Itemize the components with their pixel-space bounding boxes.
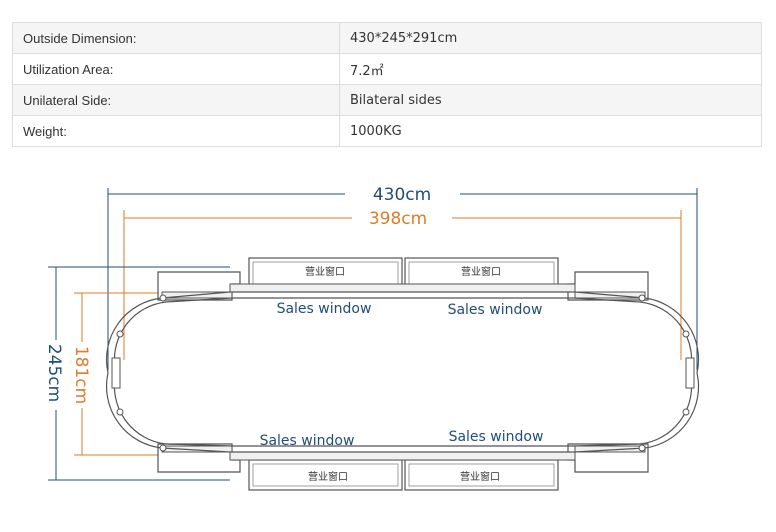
spec-label: Utilization Area: [12,53,340,85]
counter-bars [161,283,646,461]
sales-window-label: Sales window [277,301,372,317]
spec-value: 7.2㎡ [339,53,762,85]
outer-width-label: 430cm [373,185,431,205]
spec-table: Outside Dimension: 430*245*291cm Utiliza… [12,22,762,147]
outer-height-dimension [48,266,230,481]
cn-window-label: 营业窗口 [461,265,501,278]
inner-width-dimension [123,210,682,360]
spec-label: Unilateral Side: [12,84,340,116]
cn-window-label: 营业窗口 [308,470,348,483]
spec-label: Weight: [12,115,340,147]
spec-row-unilateral-side: Unilateral Side: Bilateral sides [12,84,762,116]
spec-row-outside-dimension: Outside Dimension: 430*245*291cm [12,22,762,54]
spec-value: 430*245*291cm [339,22,762,54]
outer-height-label: 245cm [44,344,64,402]
track-outline [105,291,700,453]
spec-row-weight: Weight: 1000KG [12,115,762,147]
cn-window-label: 营业窗口 [305,265,345,278]
window-boxes [248,257,559,491]
spec-value: Bilateral sides [339,84,762,116]
spec-value: 1000KG [339,115,762,147]
inner-width-label: 398cm [369,209,427,229]
cn-window-label: 营业窗口 [460,470,500,483]
spec-row-utilization-area: Utilization Area: 7.2㎡ [12,53,762,85]
spec-label: Outside Dimension: [12,22,340,54]
floor-plan-drawing: 430cm 398cm 245cm 181cm 营业窗口 营业窗口 营业窗口 营 [44,185,700,491]
corner-housings [157,271,649,473]
sales-window-label: Sales window [449,429,544,445]
sales-window-label: Sales window [260,433,355,449]
hinge-details [111,294,695,452]
inner-height-label: 181cm [71,346,91,404]
outer-width-dimension [107,188,698,370]
inner-height-dimension [74,292,165,456]
sales-window-label: Sales window [448,302,543,318]
